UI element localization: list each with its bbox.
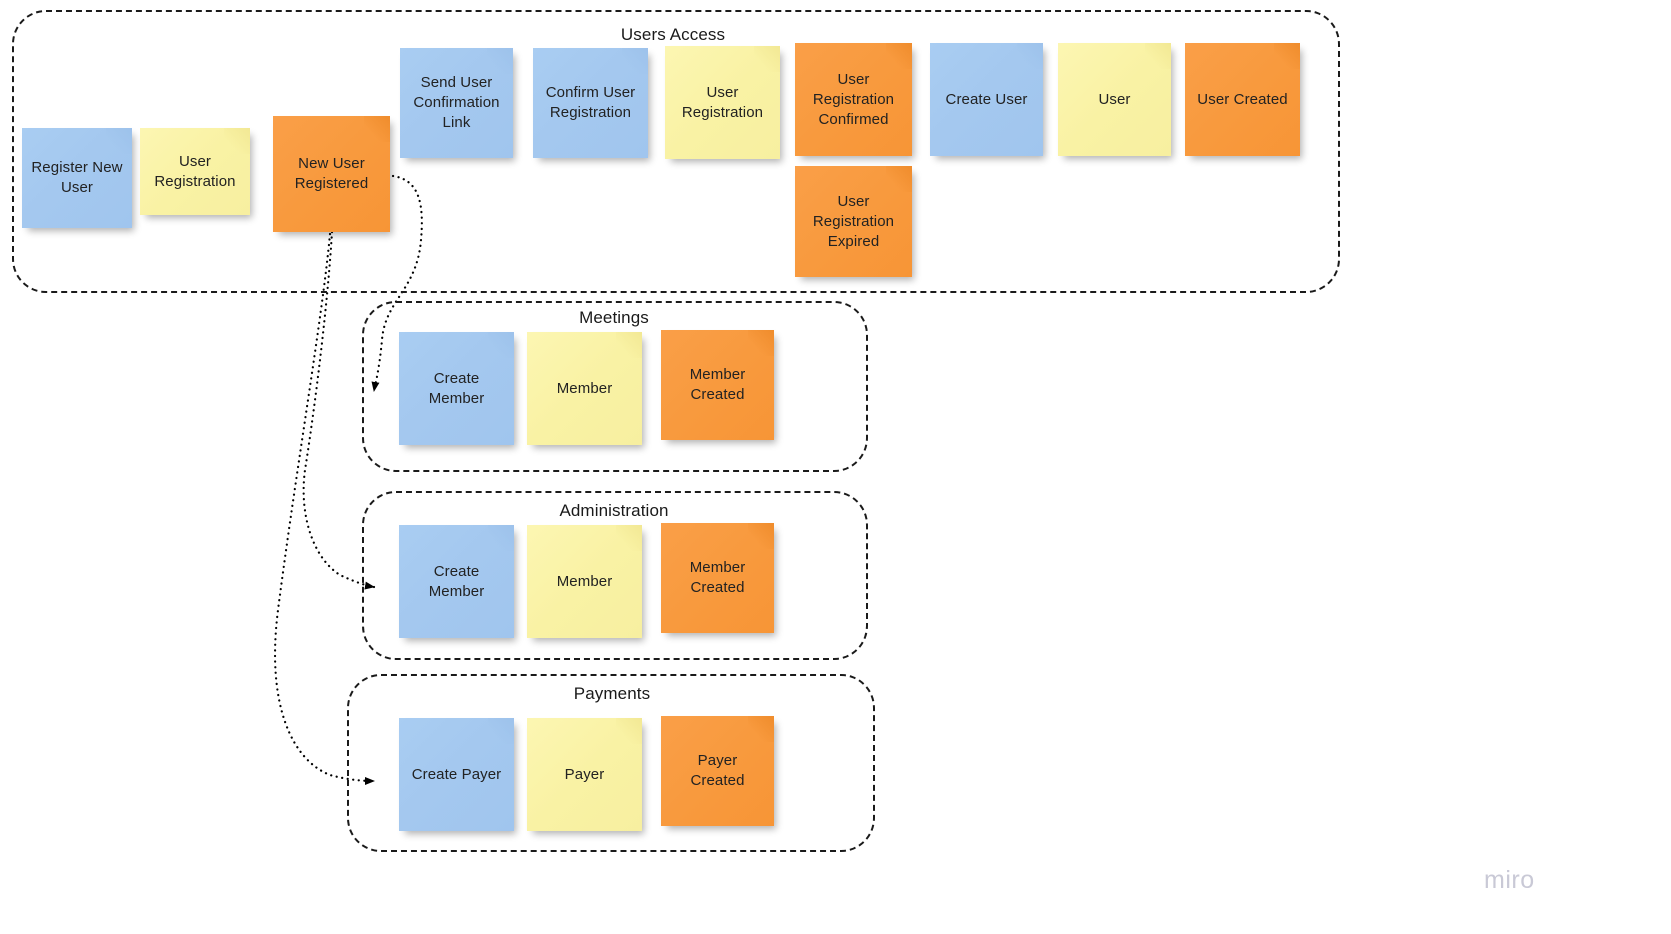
sticky-note-payments-payer[interactable]: Payer [527, 718, 642, 831]
sticky-note-send-user-confirmation-link[interactable]: Send User Confirmation Link [400, 48, 513, 158]
sticky-note-create-user[interactable]: Create User [930, 43, 1043, 156]
sticky-note-user-registration-expired[interactable]: User Registration Expired [795, 166, 912, 277]
group-title-payments: Payments [573, 684, 651, 703]
sticky-note-user[interactable]: User [1058, 43, 1171, 156]
group-title-administration: Administration [559, 501, 669, 520]
sticky-note-administration-member-created[interactable]: Member Created [661, 523, 774, 633]
group-payments[interactable] [347, 674, 875, 852]
sticky-note-meetings-member-created[interactable]: Member Created [661, 330, 774, 440]
group-meetings[interactable] [362, 301, 868, 472]
sticky-note-register-new-user[interactable]: Register New User [22, 128, 132, 228]
sticky-note-user-registration-confirmed[interactable]: User Registration Confirmed [795, 43, 912, 156]
sticky-note-new-user-registered[interactable]: New User Registered [273, 116, 390, 232]
sticky-note-administration-create-member[interactable]: Create Member [399, 525, 514, 638]
sticky-note-meetings-member[interactable]: Member [527, 332, 642, 445]
sticky-note-user-created[interactable]: User Created [1185, 43, 1300, 156]
group-title-meetings: Meetings [579, 308, 649, 327]
sticky-note-payments-payer-created[interactable]: Payer Created [661, 716, 774, 826]
sticky-note-confirm-user-registration[interactable]: Confirm User Registration [533, 48, 648, 158]
group-administration[interactable] [362, 491, 868, 660]
sticky-note-meetings-create-member[interactable]: Create Member [399, 332, 514, 445]
miro-watermark: miro [1484, 866, 1535, 894]
sticky-note-administration-member[interactable]: Member [527, 525, 642, 638]
group-users-access[interactable] [12, 10, 1340, 293]
group-title-users-access: Users Access [620, 25, 726, 44]
sticky-note-user-registration-2[interactable]: User Registration [665, 46, 780, 159]
sticky-note-user-registration-1[interactable]: User Registration [140, 128, 250, 215]
sticky-note-payments-create-payer[interactable]: Create Payer [399, 718, 514, 831]
